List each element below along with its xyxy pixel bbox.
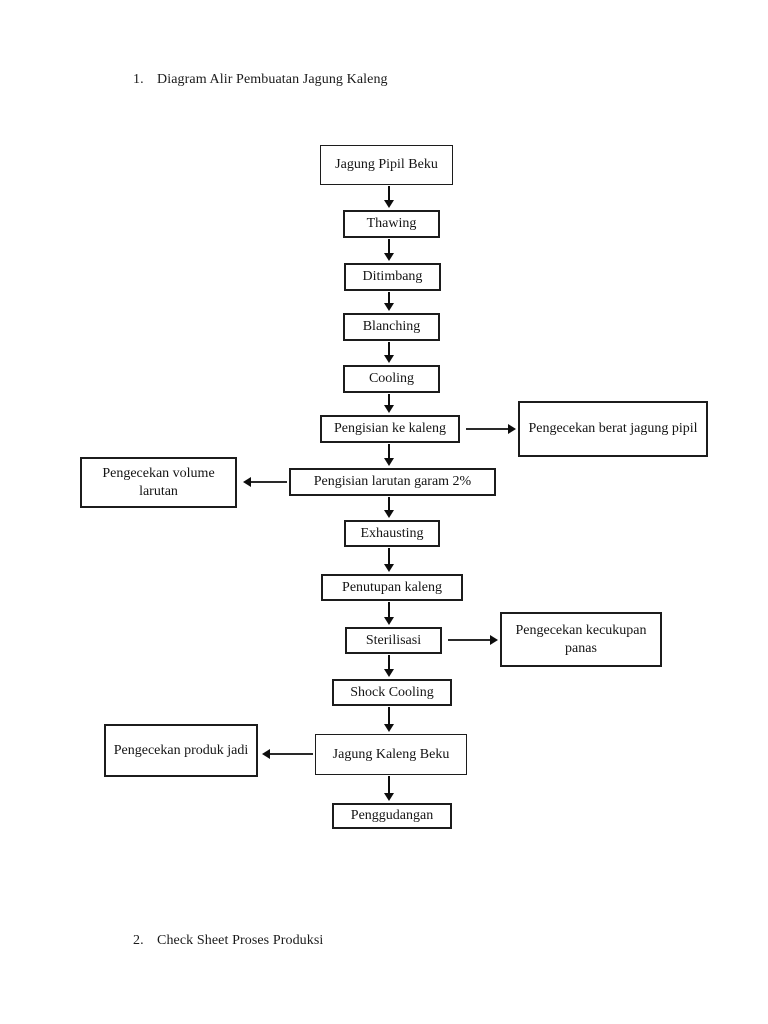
arrow-left-pengecekan-produk bbox=[262, 749, 313, 759]
flow-node-ditimbang: Ditimbang bbox=[344, 263, 441, 291]
flow-node-pengisian-larutan-garam: Pengisian larutan garam 2% bbox=[289, 468, 496, 496]
flow-node-cooling: Cooling bbox=[343, 365, 440, 393]
section-2-heading: 2. Check Sheet Proses Produksi bbox=[133, 933, 323, 949]
flow-node-thawing: Thawing bbox=[343, 210, 440, 238]
section-1-number: 1. bbox=[133, 72, 144, 87]
arrow-down-11 bbox=[384, 707, 394, 732]
arrow-down-3 bbox=[384, 292, 394, 311]
arrow-left-pengecekan-volume bbox=[243, 477, 287, 487]
flow-node-jagung-pipil-beku: Jagung Pipil Beku bbox=[320, 145, 453, 185]
section-1-title: Diagram Alir Pembuatan Jagung Kaleng bbox=[157, 72, 388, 87]
check-node-pengecekan-berat-jagung-pipil: Pengecekan berat jagung pipil bbox=[518, 401, 708, 457]
arrow-down-5 bbox=[384, 394, 394, 413]
arrow-down-6 bbox=[384, 444, 394, 466]
section-2-title: Check Sheet Proses Produksi bbox=[157, 933, 324, 948]
flow-node-blanching: Blanching bbox=[343, 313, 440, 341]
flow-node-sterilisasi: Sterilisasi bbox=[345, 627, 442, 654]
check-node-pengecekan-volume-larutan: Pengecekan volume larutan bbox=[80, 457, 237, 508]
flow-node-pengisian-ke-kaleng: Pengisian ke kaleng bbox=[320, 415, 460, 443]
arrow-down-8 bbox=[384, 548, 394, 572]
arrow-down-7 bbox=[384, 497, 394, 518]
check-node-pengecekan-produk-jadi: Pengecekan produk jadi bbox=[104, 724, 258, 777]
arrow-right-pengecekan-kecukupan bbox=[448, 635, 498, 645]
check-node-pengecekan-kecukupan-panas: Pengecekan kecukupan panas bbox=[500, 612, 662, 667]
arrow-down-10 bbox=[384, 655, 394, 677]
flow-node-jagung-kaleng-beku: Jagung Kaleng Beku bbox=[315, 734, 467, 775]
flow-node-penutupan-kaleng: Penutupan kaleng bbox=[321, 574, 463, 601]
arrow-right-pengecekan-berat bbox=[466, 424, 516, 434]
arrow-down-1 bbox=[384, 186, 394, 208]
flow-node-penggudangan: Penggudangan bbox=[332, 803, 452, 829]
arrow-down-4 bbox=[384, 342, 394, 363]
section-1-heading: 1. Diagram Alir Pembuatan Jagung Kaleng bbox=[133, 72, 388, 88]
arrow-down-2 bbox=[384, 239, 394, 261]
flow-node-exhausting: Exhausting bbox=[344, 520, 440, 547]
flow-node-shock-cooling: Shock Cooling bbox=[332, 679, 452, 706]
section-2-number: 2. bbox=[133, 933, 144, 948]
arrow-down-9 bbox=[384, 602, 394, 625]
arrow-down-12 bbox=[384, 776, 394, 801]
